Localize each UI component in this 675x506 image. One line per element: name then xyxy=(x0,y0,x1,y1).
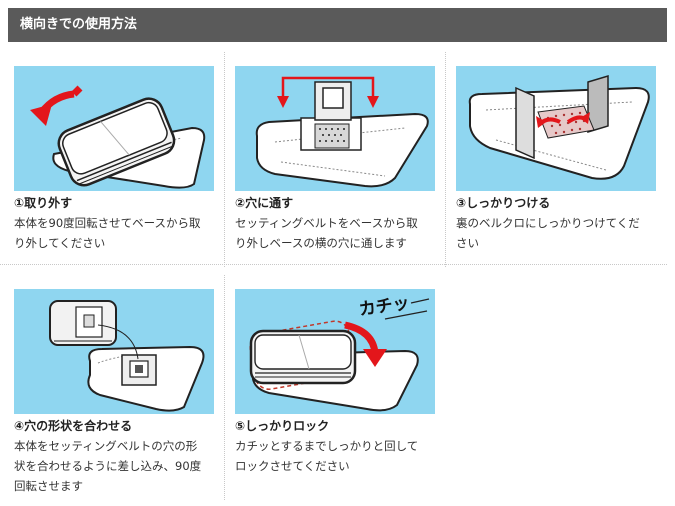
step-3-illustration xyxy=(456,66,656,191)
desc-line: 回転させます xyxy=(14,479,83,493)
desc-line: 状を合わせるように差し込み、90度 xyxy=(14,459,202,473)
step-4-title: ④穴の形状を合わせる xyxy=(14,419,133,433)
section-header: 横向きでの使用方法 xyxy=(8,8,667,42)
thread-belt-illustration xyxy=(255,76,429,188)
step-1-illustration xyxy=(14,66,214,191)
step-4-description: 本体をセッティングベルトの穴の形 状を合わせるように差し込み、90度 回転させま… xyxy=(14,436,219,496)
remove-device-illustration xyxy=(30,85,206,189)
step-1-description: 本体を90度回転させてベースから取 り外してください xyxy=(14,213,219,253)
align-hole-illustration xyxy=(49,300,205,412)
desc-line: さい xyxy=(456,236,479,250)
step-1-title: ①取り外す xyxy=(14,196,73,210)
divider xyxy=(0,264,667,265)
step-5-description: カチッとするまでしっかりと回して ロックさせてください xyxy=(235,436,440,476)
step-4: ④穴の形状を合わせる 本体をセッティングベルトの穴の形 状を合わせるように差し込… xyxy=(14,289,219,496)
step-2-description: セッティングベルトをベースから取 り外しベースの横の穴に通します xyxy=(235,213,440,253)
desc-line: 裏のベルクロにしっかりつけてくだ xyxy=(456,216,640,230)
step-4-illustration xyxy=(14,289,214,414)
desc-line: ロックさせてください xyxy=(235,459,350,473)
desc-line: セッティングベルトをベースから取 xyxy=(235,216,418,230)
divider xyxy=(445,52,446,267)
step-5-illustration: カチッ xyxy=(235,289,435,414)
step-2-illustration xyxy=(235,66,435,191)
step-2: ②穴に通す セッティングベルトをベースから取 り外しベースの横の穴に通します xyxy=(235,66,440,253)
step-3-description: 裏のベルクロにしっかりつけてくだ さい xyxy=(456,213,661,253)
desc-line: カチッとするまでしっかりと回して xyxy=(235,439,419,453)
step-3: ③しっかりつける 裏のベルクロにしっかりつけてくだ さい xyxy=(456,66,661,253)
step-5-title: ⑤しっかりロック xyxy=(235,419,330,433)
divider xyxy=(224,52,225,267)
desc-line: り外しベースの横の穴に通します xyxy=(235,236,407,250)
step-3-title: ③しっかりつける xyxy=(456,196,551,210)
section-title: 横向きでの使用方法 xyxy=(20,17,138,32)
divider xyxy=(224,275,225,500)
desc-line: 本体を90度回転させてベースから取 xyxy=(14,216,201,230)
step-1: ①取り外す 本体を90度回転させてベースから取 り外してください xyxy=(14,66,219,253)
desc-line: 本体をセッティングベルトの穴の形 xyxy=(14,439,198,453)
attach-velcro-illustration xyxy=(468,74,650,180)
step-2-title: ②穴に通す xyxy=(235,196,294,210)
step-5: カチッ ⑤しっかりロック カチッとするまでしっかりと回して ロックさせてください xyxy=(235,289,440,476)
lock-rotate-illustration: カチッ xyxy=(249,293,430,412)
desc-line: り外してください xyxy=(14,236,106,250)
